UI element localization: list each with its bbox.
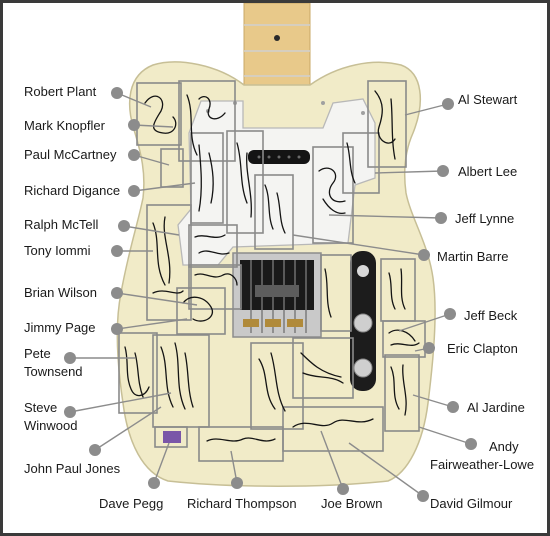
- label-david-gilmour: David Gilmour: [430, 496, 513, 511]
- label-mark-knopfler: Mark Knopfler: [24, 118, 105, 133]
- label-steve-winwood-line1: Steve: [24, 400, 58, 415]
- purple-sticker: [163, 431, 181, 443]
- label-john-paul-jones: John Paul Jones: [24, 461, 121, 476]
- label-jeff-beck: Jeff Beck: [464, 308, 518, 323]
- label-joe-brown: Joe Brown: [321, 496, 383, 511]
- sig-box-brian: [188, 224, 238, 268]
- label-ralph-mctell: Ralph McTell: [24, 217, 99, 232]
- marker-dots: [64, 87, 477, 502]
- sig-box-paul-mccartney: [160, 148, 184, 188]
- label-al-stewart: Al Stewart: [458, 92, 518, 107]
- label-al-jardine: Al Jardine: [467, 400, 525, 415]
- sig-box-al-stewart: [367, 80, 407, 168]
- label-albert-lee: Albert Lee: [458, 164, 518, 179]
- sig-box-eric-clapton: [382, 320, 426, 358]
- pickguard-screws: [206, 101, 365, 115]
- label-richard-thompson: Richard Thompson: [187, 496, 297, 511]
- label-tony-iommi: Tony Iommi: [24, 243, 91, 258]
- label-richard-digance: Richard Digance: [24, 183, 121, 198]
- sig-box-page: [176, 287, 226, 335]
- sig-box-joe-brown: [282, 406, 384, 452]
- sig-box-pete: [118, 332, 158, 414]
- sig-box-martin-barre: [312, 146, 354, 244]
- sig-box-mark-knopfler: [178, 80, 236, 162]
- sig-box-gilmour: [320, 254, 352, 332]
- signature-boxes: [118, 80, 426, 462]
- sig-box-robert-plant: [136, 82, 182, 146]
- sig-box-al-jardine: [384, 354, 420, 432]
- label-martin-barre: Martin Barre: [437, 249, 509, 264]
- leader-lines: [69, 92, 472, 497]
- control-plate: [350, 251, 376, 391]
- sig-box-tony: [146, 204, 192, 321]
- sig-box-rt2: [250, 342, 304, 430]
- label-paul-mccartney: Paul McCartney: [24, 147, 117, 162]
- sig-box-ralph: [342, 132, 380, 194]
- label-andy-fairweather-lowe-line2: Fairweather-Lowe: [430, 457, 535, 472]
- autograph-strokes: [124, 90, 420, 442]
- label-brian-wilson: Brian Wilson: [24, 285, 97, 300]
- label-jeff-lynne: Jeff Lynne: [455, 211, 515, 226]
- sig-box-albert-lee: [226, 130, 264, 234]
- sig-box-jeff-lynne: [254, 174, 294, 250]
- label-steve-winwood-line2: Winwood: [24, 418, 78, 433]
- label-pete-townsend-line1: Pete: [24, 346, 51, 361]
- sig-box-page2: [188, 264, 242, 310]
- label-pete-townsend-line2: Townsend: [24, 364, 83, 379]
- label-dave-pegg: Dave Pegg: [99, 496, 164, 511]
- bridge-plate: [232, 252, 322, 338]
- sig-box-jpj: [154, 426, 188, 448]
- sig-box-gilmour2: [292, 337, 354, 399]
- label-robert-plant: Robert Plant: [24, 84, 97, 99]
- label-andy-fairweather-lowe-line1: Andy: [489, 439, 519, 454]
- sig-box-richard-digance: [190, 132, 224, 224]
- label-jimmy-page: Jimmy Page: [24, 320, 96, 335]
- label-eric-clapton: Eric Clapton: [447, 341, 518, 356]
- signed-guitar-illustration: [64, 3, 477, 502]
